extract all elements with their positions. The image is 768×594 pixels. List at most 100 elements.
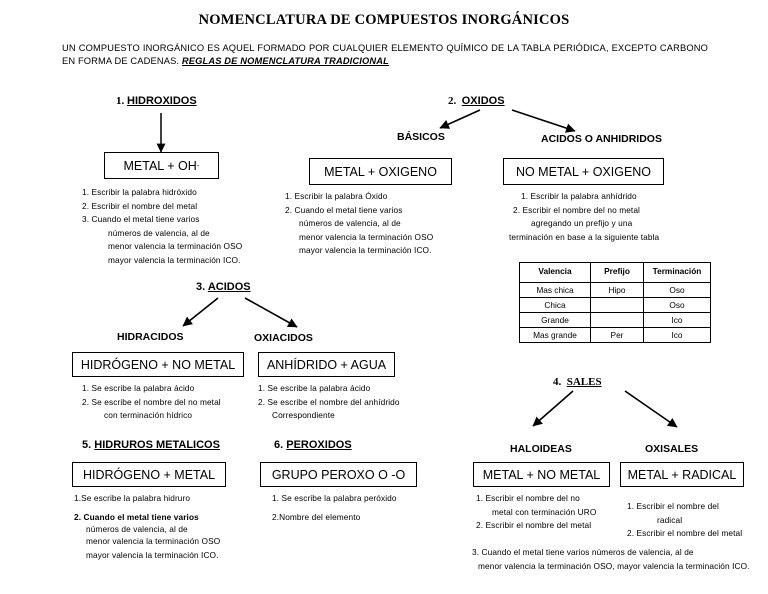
formula-box-hidroxidos: METAL + OH- xyxy=(104,152,219,179)
rule-line: terminación en base a la siguiente tabla xyxy=(509,231,660,242)
formula-box-haloideas: METAL + NO METAL xyxy=(473,462,610,487)
section-number-sales: 4. xyxy=(553,376,562,388)
rule-line: 1. Se escribe la palabra peróxido xyxy=(272,493,397,503)
formula-text-haloideas: METAL + NO METAL xyxy=(482,467,601,482)
formula-charge-hidroxidos: - xyxy=(196,161,200,170)
rules-list-peroxidos: 1. Se escribe la palabra peróxido 2.Nomb… xyxy=(272,492,397,524)
rule-line: 2. Se escribe el nombre del anhídrido xyxy=(258,396,400,407)
table-cell: Grande xyxy=(519,312,591,328)
arrow-sales-haloideas xyxy=(532,390,574,427)
rule-line: menor valencia la terminación OSO xyxy=(108,241,243,252)
rule-line: 1. Escribir el nombre del xyxy=(627,501,719,511)
section-heading-oxidos: 2. OXIDOS xyxy=(448,95,505,107)
table-cell: Mas grande xyxy=(519,327,591,343)
rules-list-basicos: 1. Escribir la palabra Óxido 2. Cuando e… xyxy=(285,190,433,258)
formula-text-hidroxidos: METAL + OH xyxy=(123,158,197,173)
rule-line: 1. Escribir el nombre del no xyxy=(476,493,580,503)
valencia-prefijo-table: Valencia Prefijo Terminación Mas chica H… xyxy=(519,262,711,343)
rule-line: agregando un prefijo y una xyxy=(531,218,633,229)
formula-text-hidruros: HIDRÓGENO + METAL xyxy=(82,467,216,482)
formula-box-oxiacidos: ANHÍDRIDO + AGUA xyxy=(258,352,395,377)
arrow-acidos-hidracidos xyxy=(182,297,219,327)
table-cell: Oso xyxy=(643,282,711,298)
rule-line: 2.Nombre del elemento xyxy=(272,511,361,522)
rule-line: 1. Escribir la palabra anhídrido xyxy=(521,191,637,201)
rule-line: mayor valencia la terminación ICO. xyxy=(108,254,241,265)
table-cell: Per xyxy=(590,327,644,343)
rule-line: Correspondiente xyxy=(272,410,335,421)
rule-line: 3. Cuando el metal tiene varios números … xyxy=(472,547,694,557)
subheading-basicos: BÁSICOS xyxy=(397,131,445,143)
formula-box-peroxidos: GRUPO PEROXO O -O xyxy=(260,462,417,487)
rule-line: números de valencia, al de xyxy=(108,227,210,238)
rule-line: 2. Cuando el metal tiene varios xyxy=(285,204,403,215)
table-cell: Oso xyxy=(643,297,711,313)
subheading-acidos-anhidridos: ACIDOS O ANHIDRIDOS xyxy=(541,133,662,145)
section-heading-sales: 4. SALES xyxy=(553,376,602,388)
rule-line: con terminación hídrico xyxy=(104,410,193,421)
table-header-row: Valencia Prefijo Terminación xyxy=(519,262,711,283)
formula-text-basicos: METAL + OXIGENO xyxy=(324,164,437,179)
section-number-hidroxidos: 1. xyxy=(116,95,125,107)
rule-line: 2. Se escribe el nombre del no metal xyxy=(82,396,221,407)
subheading-haloideas: HALOIDEAS xyxy=(510,443,572,455)
rule-line: menor valencia la terminación OSO xyxy=(299,231,434,242)
rule-line: menor valencia la terminación OSO xyxy=(86,536,221,547)
rule-line: 3. Cuando el metal tiene varios xyxy=(82,214,200,225)
formula-text-peroxidos: GRUPO PEROXO O -O xyxy=(271,467,406,482)
section-number-peroxidos: 6. xyxy=(274,439,284,451)
rule-line: radical xyxy=(657,514,683,525)
formula-box-hidruros-metalicos: HIDRÓGENO + METAL xyxy=(72,462,226,487)
formula-text-oxisales: METAL + RADICAL xyxy=(627,467,737,482)
section-heading-acidos: 3. ACIDOS xyxy=(196,281,251,293)
table-header-cell: Prefijo xyxy=(590,262,644,283)
rule-line: mayor valencia la terminación ICO. xyxy=(299,245,432,256)
section-name-oxidos: OXIDOS xyxy=(461,95,505,107)
table-cell: Chica xyxy=(519,297,591,313)
section-heading-hidruros-metalicos: 5. HIDRUROS METALICOS xyxy=(82,439,220,451)
rules-list-acidos-anhidridos: 1. Escribir la palabra anhídrido 2. Escr… xyxy=(509,190,659,244)
rules-list-oxiacidos: 1. Se escribe la palabra ácido 2. Se esc… xyxy=(258,382,400,423)
section-name-hidruros: HIDRUROS METALICOS xyxy=(94,439,220,451)
arrow-sales-oxisales xyxy=(624,390,678,428)
arrow-acidos-oxiacidos xyxy=(244,297,298,328)
section-heading-peroxidos: 6. PEROXIDOS xyxy=(274,439,352,451)
rules-list-haloideas: 1. Escribir el nombre del no metal con t… xyxy=(476,492,596,533)
rule-line: 2. Cuando el metal tiene varios xyxy=(74,511,199,522)
table-header-cell: Terminación xyxy=(643,262,711,283)
intro-text: UN COMPUESTO INORGÁNICO ES AQUEL FORMADO… xyxy=(62,43,708,66)
rules-list-oxisales: 1. Escribir el nombre del radical 2. Esc… xyxy=(627,500,742,541)
rule-line: 1. Escribir la palabra hidróxido xyxy=(82,187,197,197)
subheading-hidracidos: HIDRACIDOS xyxy=(117,331,184,343)
formula-text-oxiacidos: ANHÍDRIDO + AGUA xyxy=(266,357,387,372)
table-cell xyxy=(590,297,644,313)
formula-text-acidos-anhidridos: NO METAL + OXIGENO xyxy=(515,164,652,179)
table-row: Chica Oso xyxy=(519,297,711,313)
rules-list-hidracidos: 1. Se escribe la palabra ácido 2. Se esc… xyxy=(82,382,221,423)
section-heading-hidroxidos: 1. HIDROXIDOS xyxy=(116,95,197,107)
rule-line: 1.Se escribe la palabra hidruro xyxy=(74,493,191,503)
rule-line: 2. Escribir el nombre del no metal xyxy=(513,204,640,215)
rule-line: metal con terminación URO xyxy=(492,506,597,517)
formula-box-hidracidos: HIDRÓGENO + NO METAL xyxy=(72,352,244,377)
table-row: Grande Ico xyxy=(519,312,711,328)
subheading-oxiacidos: OXIACIDOS xyxy=(254,332,313,344)
rule-line: 1. Se escribe la palabra ácido xyxy=(82,383,195,393)
rule-line: 1. Se escribe la palabra ácido xyxy=(258,383,371,393)
rules-list-hidroxidos: 1. Escribir la palabra hidróxido 2. Escr… xyxy=(82,186,242,268)
rules-list-haloideas-rule3: 3. Cuando el metal tiene varios números … xyxy=(472,546,750,573)
page-title: NOMENCLATURA DE COMPUESTOS INORGÁNICOS xyxy=(198,12,570,28)
formula-box-oxisales: METAL + RADICAL xyxy=(620,462,744,487)
table-cell: Ico xyxy=(643,312,711,328)
formula-text-hidracidos: HIDRÓGENO + NO METAL xyxy=(80,357,236,372)
intro-rules-emphasis: REGLAS DE NOMENCLATURA TRADICIONAL xyxy=(181,55,389,66)
table-cell: Hipo xyxy=(590,282,644,298)
rule-line: menor valencia la terminación OSO, mayor… xyxy=(478,560,750,571)
table-cell: Mas chica xyxy=(519,282,591,298)
formula-box-basicos: METAL + OXIGENO xyxy=(309,158,452,185)
rule-line: 2. Escribir el nombre del metal xyxy=(82,200,198,211)
rule-line: 1. Escribir la palabra Óxido xyxy=(285,191,388,201)
rule-line: números de valencia, al de xyxy=(86,524,188,535)
section-number-hidruros: 5. xyxy=(82,439,92,451)
